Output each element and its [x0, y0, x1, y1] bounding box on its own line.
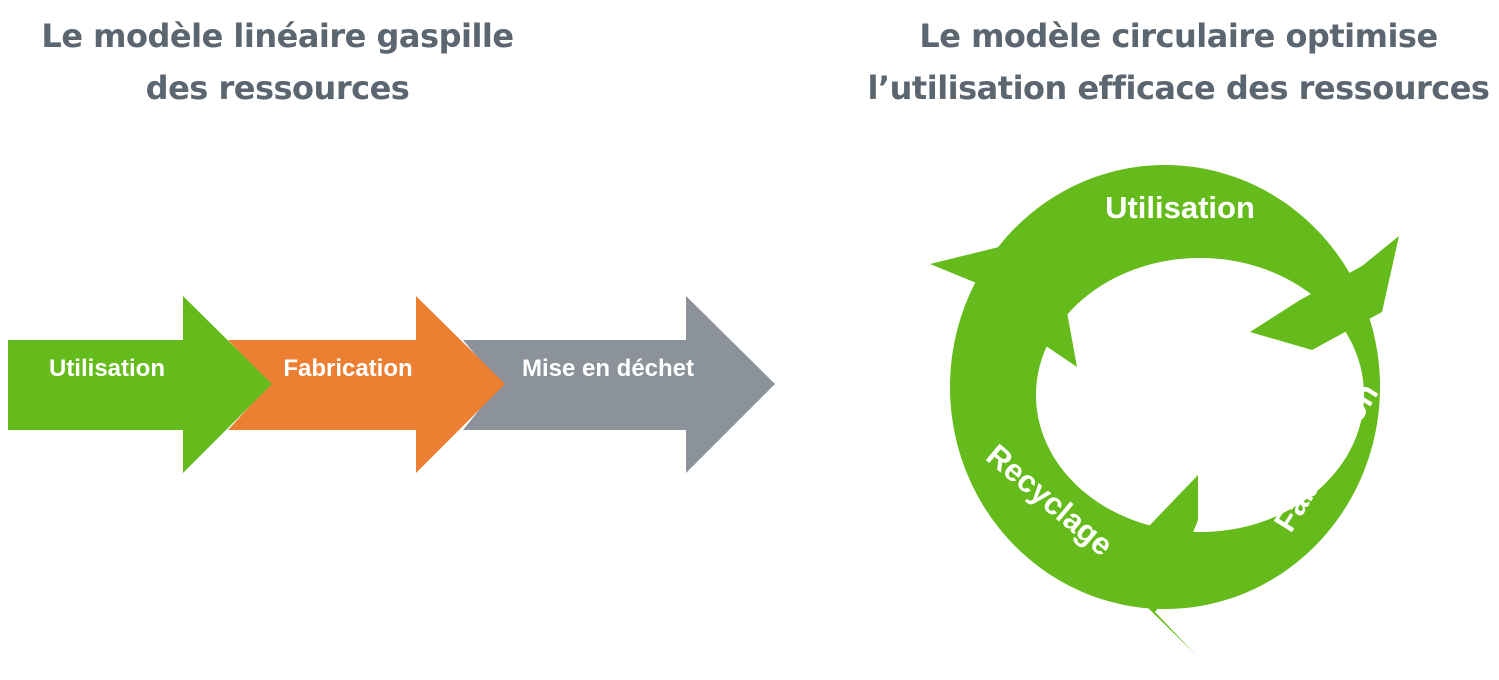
linear-model-title-line-1: Le modèle linéaire gaspille	[41, 17, 514, 55]
manufacturing-arrow-label: Fabrication	[283, 355, 412, 382]
circular-model-title-line-2: l’utilisation efficace des ressources	[867, 69, 1490, 107]
disposal-arrow	[463, 296, 775, 473]
disposal-arrow-label: Mise en déchet	[522, 355, 694, 382]
circular-model-title: Le modèle circulaire optimise l’utilisat…	[858, 10, 1499, 114]
cycle-arrowhead-bottom	[1145, 475, 1198, 655]
cycle-ring	[950, 165, 1381, 609]
cycle-arrowhead-right	[1250, 236, 1399, 350]
use-arrow-label: Utilisation	[49, 355, 165, 382]
use-arrow	[8, 296, 272, 473]
linear-model-title: Le modèle linéaire gaspille des ressourc…	[0, 10, 555, 114]
manufacturing-arrow	[228, 296, 505, 473]
cycle-arrowhead-top-left	[930, 246, 1077, 367]
linear-model-title-line-2: des ressources	[145, 69, 410, 107]
circular-model-title-line-1: Le modèle circulaire optimise	[919, 17, 1438, 55]
cycle-label-use: Utilisation	[1105, 190, 1255, 225]
circular-cycle: Utilisation Fabrication Recyclage	[930, 165, 1399, 655]
linear-flow: Utilisation Fabrication Mise en déchet	[8, 296, 775, 473]
